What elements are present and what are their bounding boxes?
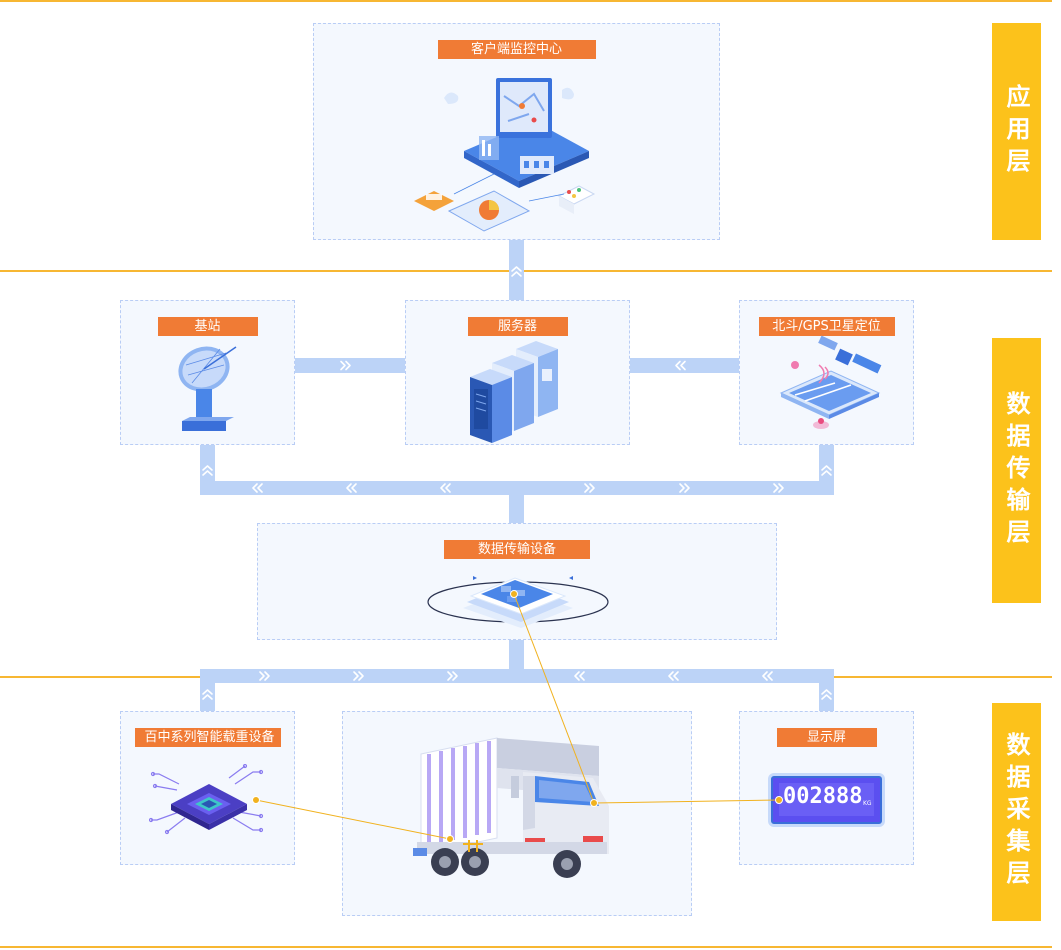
chip-icon [149, 764, 264, 835]
satellite-positioning-icon [779, 335, 882, 429]
node-server-label: 服务器 [467, 317, 568, 336]
node-client-center: 客户端监控中心 [313, 23, 720, 240]
truck-icon [413, 737, 609, 878]
node-beidou-gps-label: 北斗/GPS卫星定位 [758, 317, 895, 336]
layer-label-collection: 数据采集层 [992, 703, 1041, 921]
monitoring-dashboard-icon [414, 78, 596, 232]
node-transmission-device: 数据传输设备 [257, 523, 777, 640]
divider-application-transmission [0, 270, 1052, 272]
layer-label-transmission-text: 数据传输层 [1002, 390, 1030, 551]
connector-pipes [200, 240, 834, 712]
node-base-station-label: 基站 [157, 317, 258, 336]
weight-readout: 002888 [783, 784, 863, 809]
node-base-station: 基站 [120, 300, 295, 445]
node-beidou-gps: 北斗/GPS卫星定位 [739, 300, 914, 445]
divider-bottom [0, 946, 1052, 948]
server-rack-icon [470, 341, 558, 443]
weight-unit: KG [863, 800, 872, 807]
layer-label-application-text: 应用层 [1002, 83, 1030, 180]
node-display-label: 显示屏 [776, 728, 877, 747]
node-truck [342, 711, 692, 916]
node-client-center-label: 客户端监控中心 [437, 40, 596, 59]
weight-display-panel: 002888 KG [771, 776, 882, 824]
satellite-dish-icon [178, 346, 237, 431]
connector-arrows [202, 266, 832, 700]
layer-label-application: 应用层 [992, 23, 1041, 240]
layer-label-collection-text: 数据采集层 [1002, 732, 1030, 892]
node-display: 显示屏 002888 KG [739, 711, 914, 865]
callout-chip-to-truck [255, 799, 451, 840]
layer-label-transmission: 数据传输层 [992, 338, 1041, 603]
node-load-device: 百中系列智能载重设备 [120, 711, 295, 865]
callout-truck-to-display [593, 799, 780, 804]
node-load-device-label: 百中系列智能载重设备 [134, 728, 281, 747]
callout-transmission-to-truck [513, 593, 595, 804]
node-transmission-device-label: 数据传输设备 [444, 540, 590, 559]
node-server: 服务器 [405, 300, 630, 445]
divider-top [0, 0, 1052, 2]
